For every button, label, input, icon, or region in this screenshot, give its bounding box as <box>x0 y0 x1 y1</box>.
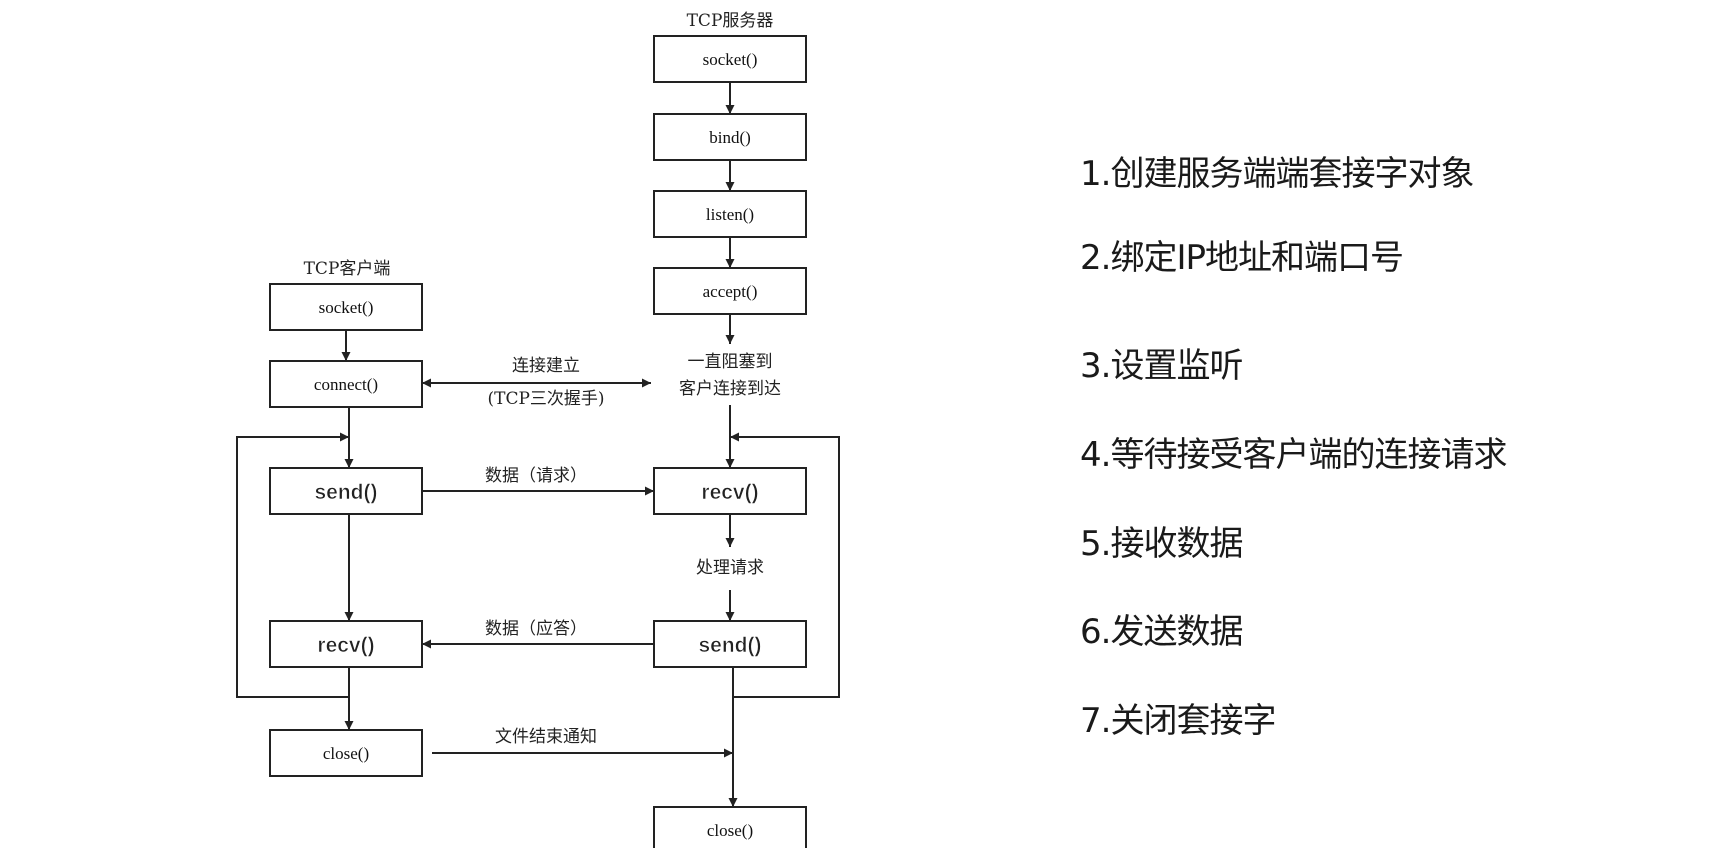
client-loop-line <box>236 432 349 698</box>
client-close-box: close() <box>269 729 423 777</box>
response-label: 数据（应答） <box>485 619 587 639</box>
server-listen-label: listen() <box>706 205 754 224</box>
step-4: 4.等待接受客户端的连接请求 <box>1080 435 1507 475</box>
handshake-label-line2: (TCP三次握手) <box>487 389 604 409</box>
server-accept-box: accept() <box>653 267 807 315</box>
client-send-box: send() <box>269 467 423 515</box>
client-close-label: close() <box>323 744 369 763</box>
server-socket-label: socket() <box>703 50 758 69</box>
server-block-line1: 一直阻塞到 <box>688 352 773 372</box>
client-send-label: send() <box>315 481 378 504</box>
server-block-line2: 客户连接到达 <box>679 379 781 399</box>
step-7: 7.关闭套接字 <box>1080 701 1276 741</box>
client-socket-box: socket() <box>269 283 423 331</box>
server-recv-box: recv() <box>653 467 807 515</box>
server-bind-label: bind() <box>709 128 751 147</box>
server-bind-box: bind() <box>653 113 807 161</box>
eof-label: 文件结束通知 <box>495 727 597 747</box>
client-connect-label: connect() <box>314 375 378 394</box>
server-title: TCP服务器 <box>687 11 774 31</box>
server-send-box: send() <box>653 620 807 668</box>
server-listen-box: listen() <box>653 190 807 238</box>
request-label: 数据（请求） <box>485 466 587 486</box>
server-accept-label: accept() <box>703 282 758 301</box>
client-title: TCP客户端 <box>304 259 391 279</box>
step-6: 6.发送数据 <box>1080 612 1243 652</box>
server-send-label: send() <box>699 634 762 657</box>
client-recv-box: recv() <box>269 620 423 668</box>
handshake-label-line1: 连接建立 <box>512 356 580 376</box>
step-1: 1.创建服务端端套接字对象 <box>1080 154 1474 194</box>
server-recv-label: recv() <box>701 481 758 504</box>
client-recv-label: recv() <box>317 634 374 657</box>
step-2: 2.绑定IP地址和端口号 <box>1080 238 1404 278</box>
step-5: 5.接收数据 <box>1080 524 1243 564</box>
server-loop-line <box>730 432 840 698</box>
step-3: 3.设置监听 <box>1080 346 1243 386</box>
client-connect-box: connect() <box>269 360 423 408</box>
client-socket-label: socket() <box>319 298 374 317</box>
server-socket-box: socket() <box>653 35 807 83</box>
server-close-box: close() <box>653 806 807 848</box>
server-close-label: close() <box>707 821 753 840</box>
server-process-label: 处理请求 <box>696 558 764 578</box>
